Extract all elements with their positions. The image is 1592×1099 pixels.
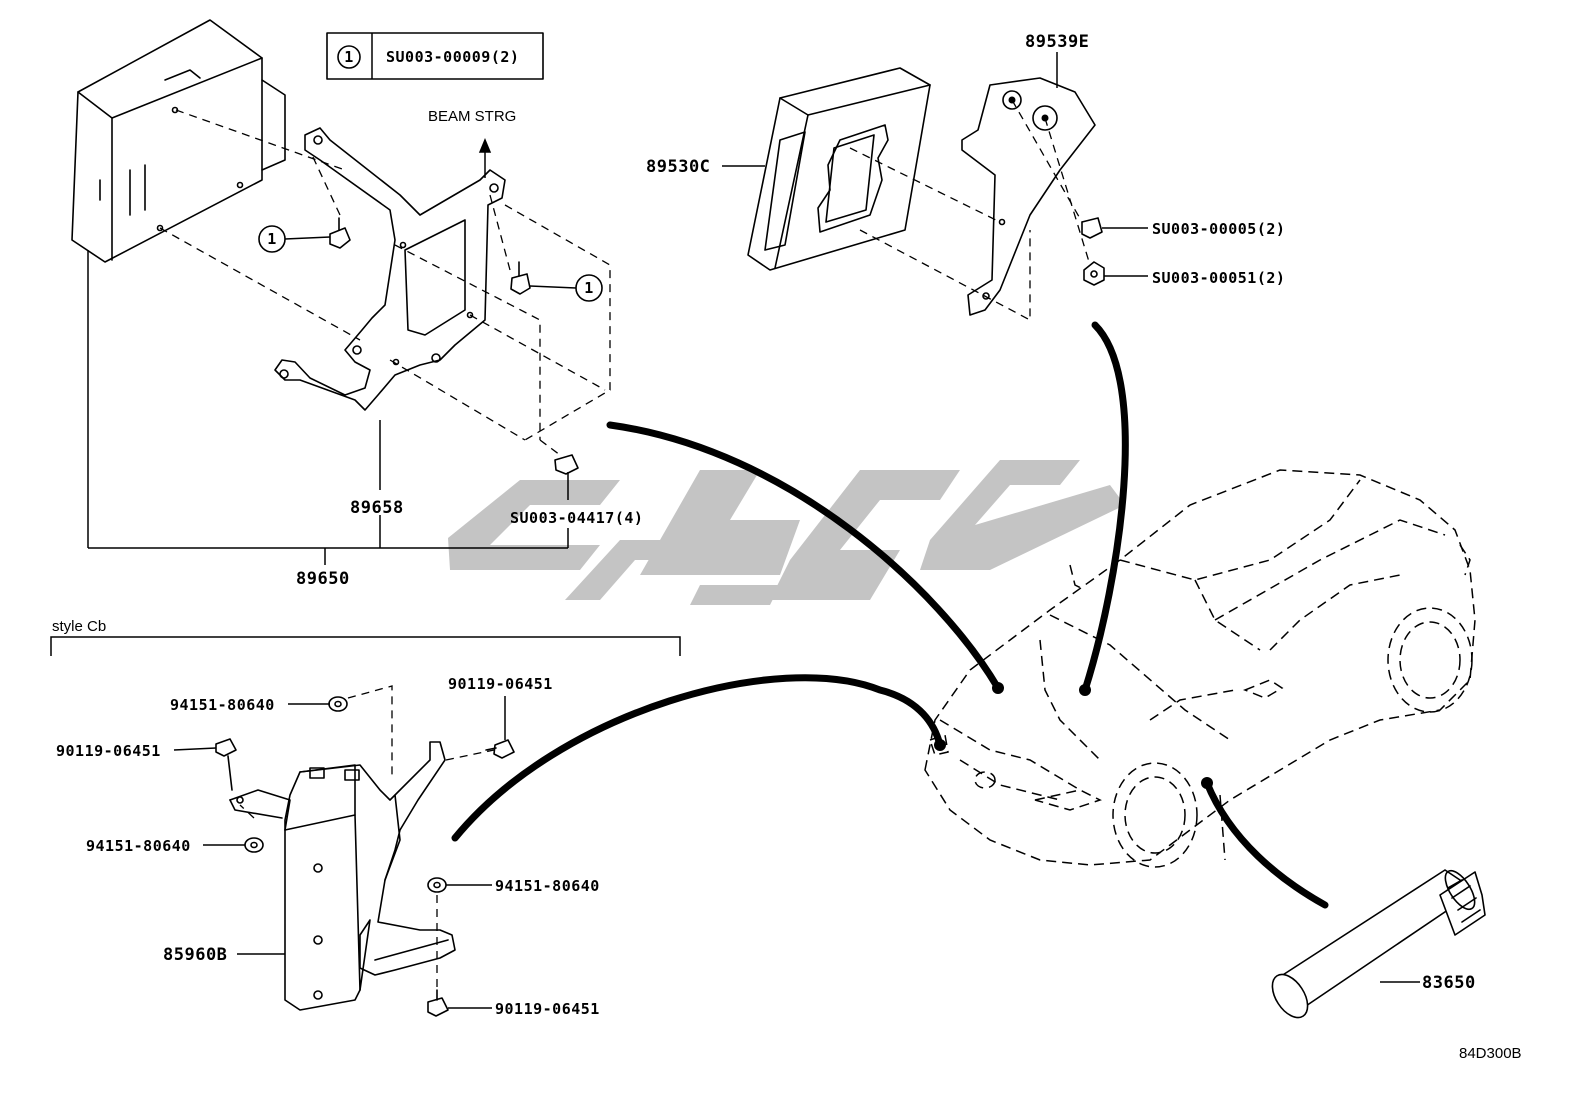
car-location-arrows xyxy=(451,321,1329,909)
label-su003-00051: SU003-00051(2) xyxy=(1152,269,1285,287)
bolt-90119-b xyxy=(485,739,515,759)
leaders-bottom-left xyxy=(173,696,506,1009)
drawing-code: 84D300B xyxy=(1459,1045,1522,1062)
bolt-90119-a xyxy=(215,738,237,791)
bolt-1a xyxy=(329,217,351,249)
bracket-89539e xyxy=(961,77,1096,316)
leaders-top-right xyxy=(722,52,1148,277)
nut-su00051 xyxy=(1083,261,1105,286)
label-85960b: 85960B xyxy=(163,945,227,965)
bracket-89658 xyxy=(274,127,506,411)
callout-1-right: 1 xyxy=(584,279,594,297)
label-94151-80640-a: 94151-80640 xyxy=(170,696,275,714)
label-style-cb: style Cb xyxy=(52,618,106,635)
sensor-85960b xyxy=(229,741,456,1011)
style-cb-bracket xyxy=(50,636,681,656)
label-89539e: 89539E xyxy=(1025,32,1089,52)
label-90119-06451-b: 90119-06451 xyxy=(56,742,161,760)
callout-1-left: 1 xyxy=(267,230,277,248)
label-94151-80640-b: 94151-80640 xyxy=(86,837,191,855)
alignment-lines-top-left xyxy=(159,109,611,456)
label-90119-06451-a: 90119-06451 xyxy=(448,675,553,693)
car-outline xyxy=(924,469,1476,868)
bolt-su00005 xyxy=(1081,217,1103,239)
label-beam-strg: BEAM STRG xyxy=(428,108,516,125)
leaders-top-left: 1 1 xyxy=(87,225,603,565)
legend-code: SU003-00009(2) xyxy=(386,48,519,66)
ecu-89530c xyxy=(747,67,931,271)
bolt-su04417 xyxy=(554,454,579,475)
ecu-box-89650 xyxy=(71,19,286,263)
grommet-94151-b xyxy=(244,837,264,853)
label-94151-80640-c: 94151-80640 xyxy=(495,877,600,895)
alignment-lines-bottom-left xyxy=(239,685,495,990)
label-89650: 89650 xyxy=(296,569,350,589)
label-89530c: 89530C xyxy=(646,157,710,177)
legend-symbol: 1 xyxy=(344,48,354,66)
watermark-logo xyxy=(448,460,1125,605)
grommet-94151-a xyxy=(328,696,348,712)
label-90119-06451-c: 90119-06451 xyxy=(495,1000,600,1018)
alignment-lines-top-right xyxy=(849,99,1091,322)
label-su003-04417: SU003-04417(4) xyxy=(510,509,643,527)
legend-box: 1 SU003-00009(2) xyxy=(326,32,544,80)
label-su003-00005: SU003-00005(2) xyxy=(1152,220,1285,238)
label-89658: 89658 xyxy=(350,498,404,518)
grommet-94151-c xyxy=(427,877,447,893)
bolt-1b xyxy=(510,261,531,295)
bolt-90119-c xyxy=(427,989,449,1017)
label-83650: 83650 xyxy=(1422,973,1476,993)
part-83650 xyxy=(1271,869,1486,1019)
